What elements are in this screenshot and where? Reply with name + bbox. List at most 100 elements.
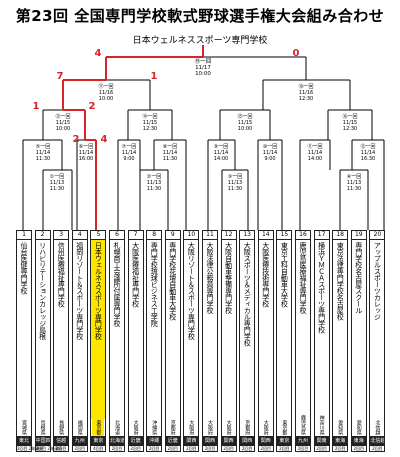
svg-text:11/13: 11/13 (347, 180, 361, 186)
scores: 4 0 7 1 1 2 2 4 (33, 48, 300, 145)
match-node: ⑧一回 11/14 11:30 (163, 144, 177, 162)
team-name: 専門学校名古屋スクール (354, 242, 363, 314)
svg-text:12:30: 12:30 (143, 126, 157, 132)
team-record: 2回目 (334, 446, 346, 451)
svg-text:⑱一回: ⑱一回 (298, 83, 313, 90)
team-number: 10 (184, 231, 199, 240)
svg-text:11:30: 11:30 (50, 186, 64, 192)
team-column: 2リハビリテーションカレッジ島根島根県中国四国2回目 2年連続 (34, 230, 62, 452)
team-region: 東海 (333, 436, 348, 446)
team-region: 関西 (184, 436, 199, 446)
team-prefecture: 長野県 (58, 420, 65, 435)
team-name: 札幌商工会議所付属専門学校 (113, 242, 121, 327)
svg-text:11/14: 11/14 (361, 150, 375, 156)
svg-text:④一回: ④一回 (347, 174, 361, 180)
match-node: ⑪一回 11/14 14:00 (307, 143, 322, 162)
team-name: 鹿児島医療福祉専門学校 (299, 242, 307, 314)
team-name: 大阪リゾート＆スポーツ専門学校 (187, 242, 196, 340)
svg-text:⑬一回: ⑬一回 (55, 113, 70, 120)
team-record: 4回目 (93, 446, 104, 451)
match-final: ⑲一回 11/17 10:00 (195, 57, 212, 77)
team-prefecture: 大阪府 (188, 420, 195, 435)
svg-text:14:00: 14:00 (214, 156, 228, 162)
svg-text:9:00: 9:00 (264, 156, 275, 162)
team-region: 関西 (203, 436, 217, 446)
svg-text:11/14: 11/14 (308, 150, 322, 156)
score: 1 (151, 71, 158, 82)
score: 2 (89, 101, 96, 112)
team-record: 2回目 (279, 446, 290, 451)
team-region: 東北 (17, 436, 31, 446)
team-number: 6 (110, 231, 124, 240)
svg-text:11/15: 11/15 (143, 120, 157, 126)
team-number: 18 (333, 231, 348, 240)
team-record: 2回目 (297, 446, 309, 451)
match-node: ⑫一回 11/14 16:30 (360, 143, 375, 162)
team-number: 7 (128, 231, 143, 240)
svg-text:11:30: 11:30 (147, 186, 161, 192)
team-prefecture: 東京都 (92, 419, 105, 436)
match-node: ⑱一回 11/16 12:30 (298, 83, 313, 102)
svg-text:⑥一回: ⑥一回 (79, 144, 93, 150)
team-region: 信越 (54, 436, 69, 446)
team-prefecture: 島根県 (39, 420, 46, 435)
team-prefecture: 沖縄県 (151, 420, 158, 435)
team-prefecture: 大阪府 (132, 420, 139, 435)
match-node: ⑮一回 11/15 10:00 (237, 113, 252, 132)
team-name: リハビリテーションカレッジ島根 (38, 242, 47, 340)
team-prefecture: 福岡県 (76, 420, 83, 435)
team-region: 東京 (91, 436, 106, 446)
match-node: ④一回 11/13 11:30 (347, 174, 361, 192)
team-record: 2回目 (223, 446, 234, 451)
team-number: 8 (147, 231, 162, 240)
team-prefecture: 宮城県 (21, 420, 27, 435)
team-prefecture: 大阪府 (225, 420, 232, 435)
team-prefecture: 大阪府 (262, 420, 269, 435)
team-name: 大阪医療技術専門学校 (261, 242, 270, 307)
score: 2 (73, 134, 80, 145)
final-score-left: 4 (95, 48, 102, 59)
team-record: 2回目 2年連続 (17, 446, 44, 451)
svg-text:⑯一回: ⑯一回 (342, 113, 357, 120)
team-number: 12 (221, 231, 236, 240)
svg-text:11/13: 11/13 (50, 180, 64, 186)
svg-text:11:30: 11:30 (347, 186, 361, 192)
match-node: ⑦一回 11/14 9:00 (122, 144, 136, 162)
svg-text:⑲一回: ⑲一回 (195, 57, 212, 65)
svg-text:12:30: 12:30 (299, 96, 313, 102)
team-record: 2回目 (204, 446, 216, 451)
svg-text:⑤一回: ⑤一回 (36, 144, 50, 150)
svg-text:11/14: 11/14 (214, 150, 228, 156)
svg-text:9:00: 9:00 (123, 156, 134, 162)
team-record: 2回目 2年連続 (35, 446, 62, 451)
team-region: 中国四国 (35, 436, 50, 446)
team-number: 11 (203, 231, 217, 240)
champion-name: 日本ウェルネススポーツ専門学校 (132, 36, 268, 46)
svg-text:⑮一回: ⑮一回 (237, 113, 252, 120)
score: 4 (101, 134, 108, 145)
svg-text:10:00: 10:00 (99, 96, 113, 102)
team-region: 沖縄 (147, 436, 162, 446)
team-prefecture: 愛知県 (355, 420, 362, 435)
team-name: 大阪自動車整備専門学校 (224, 242, 233, 314)
match-node: ⑭一回 11/15 12:30 (142, 113, 157, 132)
team-name: 専門学校琉球ビジネス工学院 (150, 242, 159, 327)
svg-text:⑫一回: ⑫一回 (360, 143, 375, 150)
team-number: 9 (165, 231, 180, 240)
team-prefecture: 北海道 (114, 420, 120, 435)
team-prefecture: 北信越 (374, 420, 381, 435)
final-score-right: 0 (293, 48, 300, 59)
svg-text:⑩一回: ⑩一回 (263, 144, 277, 150)
team-region: 関西 (221, 436, 236, 446)
team-record: 2回目 (74, 446, 86, 451)
